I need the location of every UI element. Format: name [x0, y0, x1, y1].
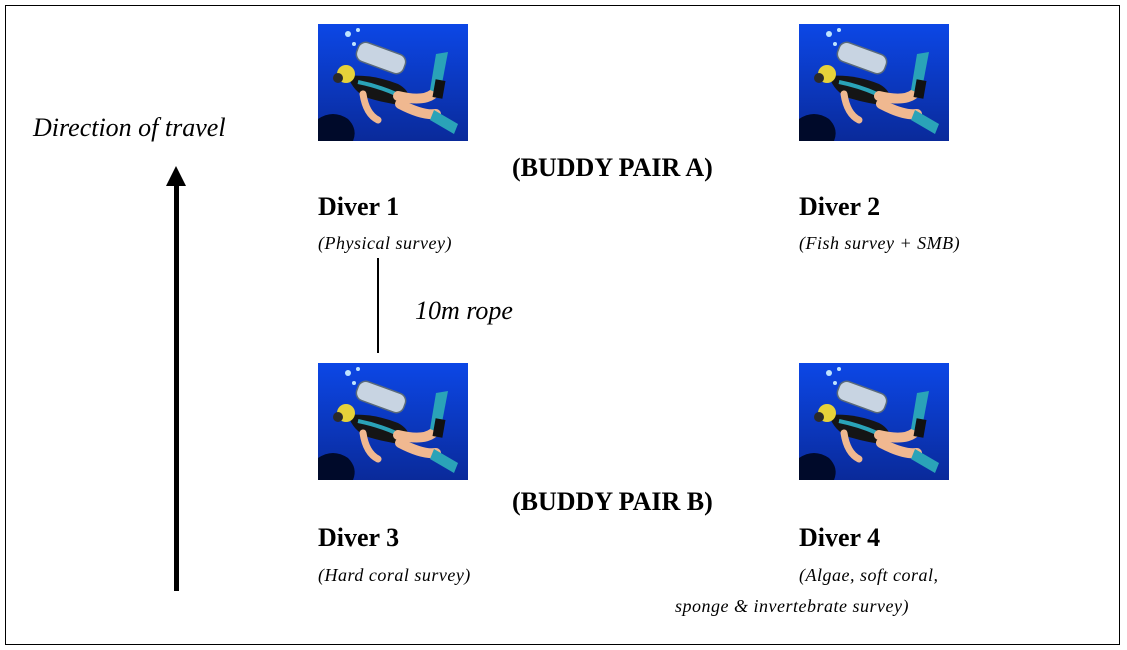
diver-3-name: Diver 3	[318, 523, 400, 552]
diver-4-image	[799, 363, 949, 480]
diver-4-role-line-1: (Algae, soft coral,	[799, 565, 939, 585]
direction-label: Direction of travel	[33, 113, 226, 142]
diver-2-image	[799, 24, 949, 141]
diagram-frame	[5, 5, 1120, 645]
diver-1-image	[318, 24, 468, 141]
diver-2-name: Diver 2	[799, 192, 881, 221]
buddy-pair-a-label: (BUDDY PAIR A)	[512, 153, 713, 182]
diver-3-image	[318, 363, 468, 480]
direction-arrow-shaft	[174, 182, 179, 591]
diver-4-name: Diver 4	[799, 523, 881, 552]
diver-1-name: Diver 1	[318, 192, 400, 221]
direction-arrow-head	[166, 166, 186, 186]
buddy-pair-b-label: (BUDDY PAIR B)	[512, 487, 713, 516]
diver-3-role: (Hard coral survey)	[318, 565, 471, 585]
rope-label: 10m rope	[415, 296, 513, 325]
diver-2-role: (Fish survey + SMB)	[799, 233, 961, 253]
diver-4-role-line-2: sponge & invertebrate survey)	[675, 596, 909, 616]
diver-1-role: (Physical survey)	[318, 233, 452, 253]
rope-line	[377, 258, 379, 353]
